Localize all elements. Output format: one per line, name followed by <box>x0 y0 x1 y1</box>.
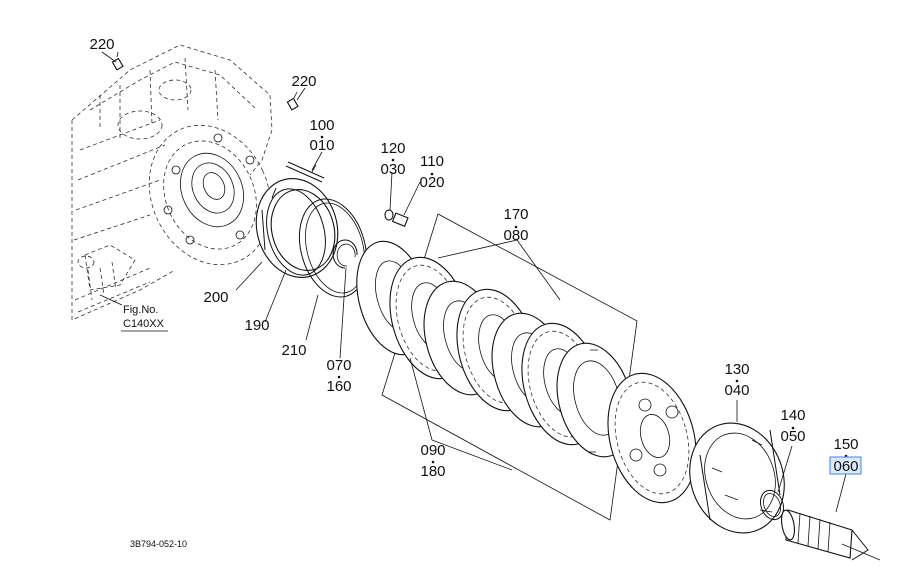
callout-label-bottom: 080 <box>503 227 528 244</box>
callout-210[interactable]: 210 <box>281 342 306 359</box>
callout-label-top: 090 <box>420 442 445 459</box>
callout-label-top: 100 <box>309 117 334 134</box>
callout-190[interactable]: 190 <box>244 317 269 334</box>
callout-170-080[interactable]: 170 080 <box>503 206 528 244</box>
callout-label-top: 220 <box>89 36 114 53</box>
callout-140-050[interactable]: 140 050 <box>780 407 805 445</box>
callout-100-010[interactable]: 100 010 <box>309 117 334 154</box>
seal-190 <box>266 188 326 276</box>
callout-220a[interactable]: 220 <box>89 36 114 53</box>
piston-200 <box>255 178 339 278</box>
callout-label-top: 190 <box>244 317 269 334</box>
callout-label-top: 110 <box>420 153 444 170</box>
callout-label-bottom: 180 <box>420 463 445 480</box>
callout-label-bottom: 020 <box>419 174 444 191</box>
callout-label-bottom: 050 <box>780 428 805 445</box>
callout-label-bottom: 040 <box>724 382 749 399</box>
callout-130-040[interactable]: 130 040 <box>724 361 749 399</box>
callout-label-bottom: 010 <box>309 137 334 154</box>
bolt-220-right <box>286 91 299 111</box>
figure-reference[interactable]: Fig.No. C140XX <box>121 304 168 332</box>
figure-ref-label: Fig.No. <box>123 304 158 316</box>
callout-150-060[interactable]: 150 060 <box>829 436 862 475</box>
seal-210 <box>298 198 368 298</box>
shaft-150 <box>780 509 881 561</box>
callout-label-top: 120 <box>380 140 405 157</box>
callout-label-top: 070 <box>326 357 351 374</box>
snap-ring-070 <box>332 239 358 269</box>
callout-090-180[interactable]: 090 180 <box>420 442 445 480</box>
callout-220b[interactable]: 220 <box>291 73 316 90</box>
callout-200[interactable]: 200 <box>203 289 228 306</box>
callout-label-top: 220 <box>291 73 316 90</box>
callout-110-020[interactable]: 110 020 <box>419 153 444 191</box>
callout-label-top: 130 <box>724 361 749 378</box>
callout-label-top: 140 <box>780 407 805 424</box>
drawing-reference-code: 3B794-052-10 <box>130 539 187 549</box>
pressure-plate-130 <box>607 372 697 504</box>
callout-label-top: 150 <box>833 436 858 453</box>
pin-100 <box>285 161 325 183</box>
clutch-pack <box>356 213 638 521</box>
figure-ref-number: C140XX <box>123 318 165 330</box>
callout-120-030[interactable]: 120 030 <box>380 140 405 178</box>
o-ring-140 <box>759 489 785 521</box>
leader-lines <box>99 51 847 513</box>
callout-label-top: 170 <box>503 206 528 223</box>
selected-part-highlight <box>829 456 862 475</box>
callout-label-top: 210 <box>281 342 306 359</box>
callout-label-bottom: 160 <box>326 378 351 395</box>
washer-120 <box>384 209 394 221</box>
callout-070-160[interactable]: 070 160 <box>326 357 351 395</box>
callout-label-bottom-selected: 060 <box>833 458 858 475</box>
callout-label-bottom: 030 <box>380 161 405 178</box>
callout-label-top: 200 <box>203 289 228 306</box>
transmission-housing <box>71 44 273 321</box>
pin-110 <box>391 181 421 227</box>
